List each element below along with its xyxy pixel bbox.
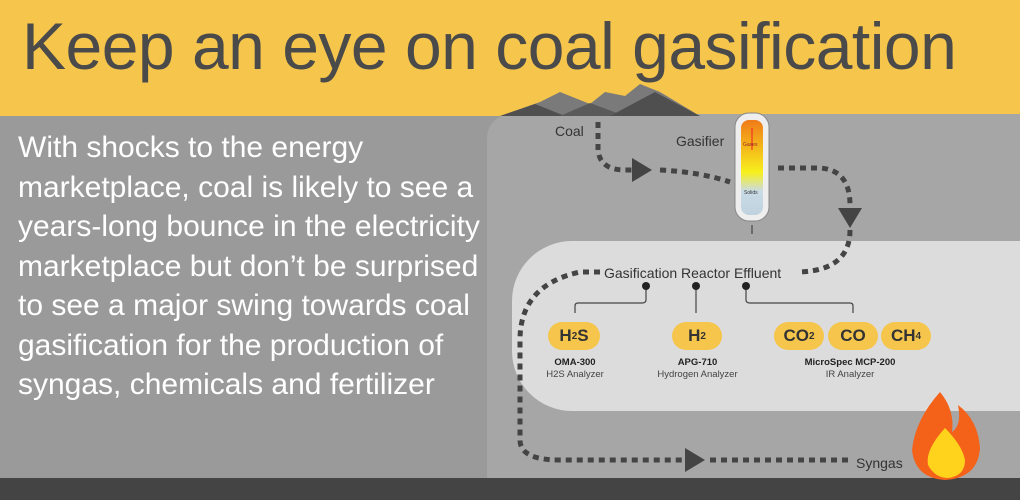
arrow-down-icon xyxy=(838,208,862,228)
flame-icon xyxy=(912,392,980,480)
header-banner: Keep an eye on coal gasification xyxy=(0,0,1020,116)
effluent-label: Gasification Reactor Effluent xyxy=(604,265,782,281)
syngas-label: Syngas xyxy=(856,455,903,471)
mountains-icon xyxy=(500,84,700,116)
coal-label: Coal xyxy=(555,123,584,139)
body-text: With shocks to the energy marketplace, c… xyxy=(18,131,480,401)
solids-label: Solids xyxy=(744,190,758,196)
flow-lines xyxy=(517,122,853,463)
arrow-right-icon xyxy=(685,448,705,472)
sample-point xyxy=(692,282,700,290)
page-title: Keep an eye on coal gasification xyxy=(22,9,957,83)
sample-point xyxy=(642,282,650,290)
gasifier-label: Gasifier xyxy=(676,133,725,149)
arrow-right-icon xyxy=(632,158,652,182)
pill-co: CO xyxy=(828,322,878,350)
sample-point xyxy=(742,282,750,290)
footer-bar xyxy=(0,478,1020,500)
gases-label: Gases xyxy=(743,142,758,148)
connector-lines xyxy=(574,287,854,313)
gasifier-icon xyxy=(734,112,770,234)
